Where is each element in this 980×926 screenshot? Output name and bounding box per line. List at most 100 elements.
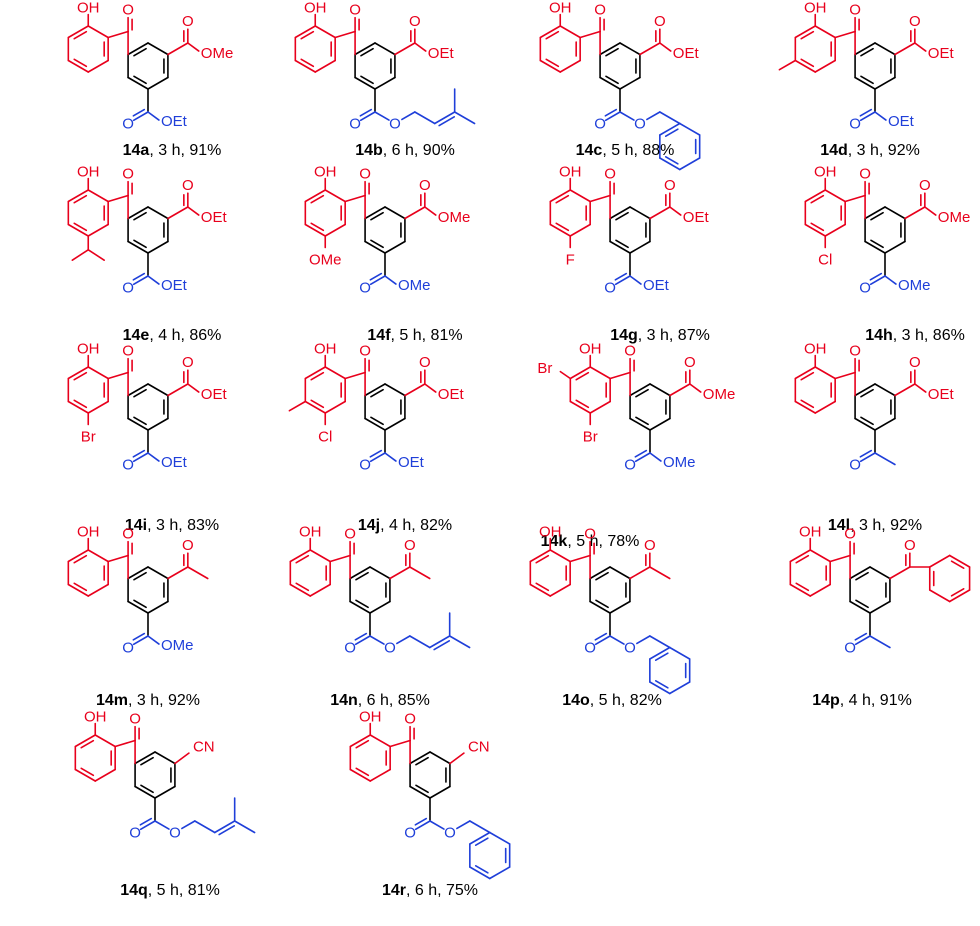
phenol-ring-bond <box>814 59 836 73</box>
carbonyl-oxygen-label: O <box>409 13 421 30</box>
compound-id: 14b <box>355 142 383 159</box>
hydroxyl-label: OH <box>804 0 827 17</box>
hydroxyl-label: OH <box>304 0 327 17</box>
carbonyl-double-bond <box>359 111 376 122</box>
central-ring-bond <box>127 600 149 614</box>
aroyl-bond <box>114 739 136 748</box>
alkoxy-label: OMe <box>898 277 931 294</box>
central-ring-bond <box>619 76 641 90</box>
central-ring-bond <box>599 76 621 90</box>
compound-caption: 14k, 5 h, 78% <box>541 533 640 550</box>
central-ring-bond <box>609 206 631 220</box>
compound-id: 14k <box>541 533 568 550</box>
phenol-ring-bond <box>800 58 815 68</box>
ester-oxygen-label: O <box>444 825 456 842</box>
compound-caption: 14c, 5 h, 88% <box>576 142 675 159</box>
carbonyl-oxygen-label: O <box>624 457 636 474</box>
benzyl-ring-bond <box>668 681 691 695</box>
alkoxy-label: OEt <box>643 277 670 294</box>
phenol-ring-bond <box>814 400 836 414</box>
alkoxy-label: OEt <box>161 277 188 294</box>
central-ring-bond <box>154 751 176 765</box>
central-ring-bond <box>615 211 629 221</box>
ester-oxygen-label: O <box>634 116 646 133</box>
ester-bond <box>147 635 160 645</box>
benzyl-ring-bond <box>664 128 679 137</box>
methyl-bond <box>233 820 256 834</box>
central-ring-bond <box>374 76 396 90</box>
phenol-ring-bond <box>309 549 331 563</box>
compound-id: 14l <box>828 517 850 534</box>
compound-id: 14n <box>330 692 358 709</box>
alkoxy-label: OMe <box>663 454 696 471</box>
ester-bond <box>669 206 682 216</box>
carbonyl-double-bond <box>594 632 608 641</box>
carbonyl-double-bond <box>614 272 628 281</box>
central-ring-bond <box>374 42 396 56</box>
ester-bond <box>429 820 445 830</box>
central-ring-bond <box>147 566 169 580</box>
central-ring-bond <box>154 785 176 799</box>
methyl-bond <box>869 635 891 649</box>
alkoxy-label: OEt <box>673 45 700 62</box>
central-ring-bond <box>870 211 884 221</box>
phenol-ring-bond <box>349 768 372 782</box>
compound-caption: 14e, 4 h, 86% <box>123 327 222 344</box>
phenol-ring-bond <box>795 554 810 564</box>
carbonyl-oxygen-label: O <box>129 825 141 842</box>
ester-bond <box>187 42 200 52</box>
benzyl-ring-bond <box>488 866 511 880</box>
phenol-ring-bond <box>67 583 90 597</box>
methyl-bond <box>448 635 471 649</box>
phenol-ring-bond <box>294 25 317 39</box>
phenol-ring-bond <box>67 549 90 563</box>
phenol-ring-bond <box>589 366 611 380</box>
phenol-ring-bond <box>67 189 90 203</box>
isopropyl-bond <box>87 249 105 261</box>
ketone-oxygen-label: O <box>844 526 856 543</box>
aroyl-bond <box>834 371 856 380</box>
carbonyl-double-bond <box>594 635 611 646</box>
phenol-ring-bond <box>67 59 90 73</box>
carbonyl-double-bond <box>132 108 146 117</box>
alkoxy-label: OEt <box>428 45 455 62</box>
central-ring-bond <box>127 206 149 220</box>
benzyl-ring-bond <box>649 681 671 695</box>
alkene-double-bond <box>433 640 451 651</box>
phenol-ring-bond <box>289 549 312 563</box>
nitrile-bond <box>449 752 465 765</box>
central-ring-bond <box>354 76 376 90</box>
phenol-ring-bond <box>824 223 846 237</box>
compound-caption: 14m, 3 h, 92% <box>96 692 200 709</box>
ester-bond <box>414 42 427 52</box>
phenol-ring-bond <box>794 366 817 380</box>
aroyl-bond <box>344 371 366 380</box>
phenol-ring-bond <box>314 59 336 73</box>
carbonyl-double-bond <box>132 632 146 641</box>
ester-oxygen-label: O <box>389 116 401 133</box>
aroyl-bond <box>329 554 351 563</box>
phenol-ring-bond <box>87 366 109 380</box>
carbonyl-oxygen-label: O <box>604 280 616 297</box>
central-ring-bond <box>147 600 169 614</box>
central-ring-bond <box>369 600 391 614</box>
central-ring-bond <box>364 240 386 254</box>
phenol-ring-bond <box>324 223 346 237</box>
ketone-oxygen-label: O <box>624 343 636 360</box>
aroyl-bond <box>107 30 129 39</box>
central-ring-bond <box>864 240 886 254</box>
phenol-ring-bond <box>800 371 815 381</box>
phenol-ring-bond <box>569 366 592 380</box>
benzyl-ring-bond <box>659 122 681 136</box>
phenol-ring-bond <box>369 768 391 782</box>
central-ring-bond <box>384 383 406 397</box>
carbonyl-oxygen-label: O <box>404 825 416 842</box>
phenol-ring-bond <box>809 549 831 563</box>
phenol-ring-bond <box>300 58 315 68</box>
compound-id: 14h <box>865 327 893 344</box>
aroyl-bond <box>579 30 601 39</box>
phenol-ring-bond <box>804 223 827 237</box>
compound-caption: 14l, 3 h, 92% <box>828 517 922 534</box>
alkoxy-label: OEt <box>888 113 915 130</box>
